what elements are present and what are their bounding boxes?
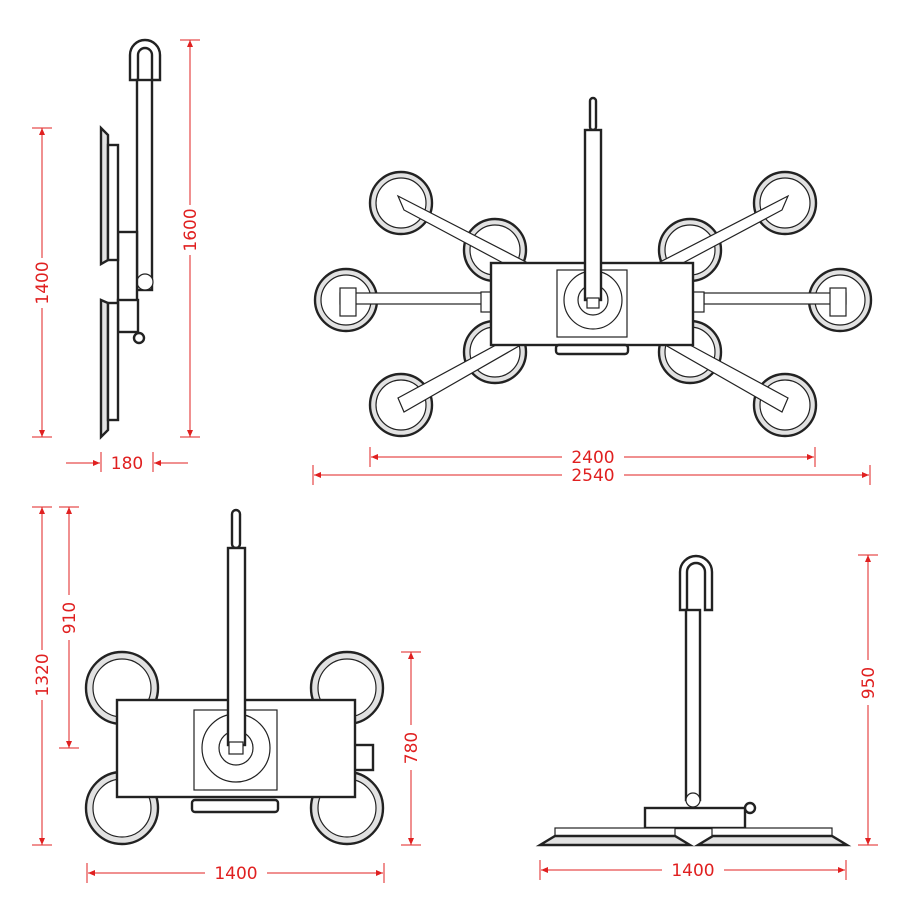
top-view: 2400 2540	[312, 96, 873, 486]
dim-depth: 180	[111, 454, 143, 474]
dim-end-width: 1400	[671, 861, 714, 881]
dim-side-height: 1600	[181, 208, 201, 251]
pole	[583, 128, 603, 302]
front-view: 1320 910 780 1400	[32, 506, 422, 884]
dim-pole-height: 910	[60, 602, 80, 634]
suction-pad	[693, 834, 852, 847]
dim-pad-height: 1400	[33, 261, 53, 304]
pole	[684, 608, 702, 802]
lifting-hook	[678, 554, 714, 612]
dim-cup-span: 2400	[571, 448, 614, 468]
handle	[554, 343, 630, 356]
handle	[190, 798, 280, 814]
dim-end-height: 950	[859, 667, 879, 699]
end-view: 950 1400	[535, 554, 879, 881]
suction-pad	[99, 298, 110, 440]
lifting-hook	[128, 38, 162, 82]
suction-pad	[535, 834, 695, 847]
side-view: 1600 1400 180	[32, 38, 201, 474]
pole	[135, 78, 154, 292]
dim-body-height: 780	[402, 732, 422, 764]
dim-front-width: 1400	[214, 864, 257, 884]
dim-overall-width: 2540	[571, 466, 614, 486]
dim-front-height: 1320	[33, 653, 53, 696]
pole	[226, 546, 247, 747]
